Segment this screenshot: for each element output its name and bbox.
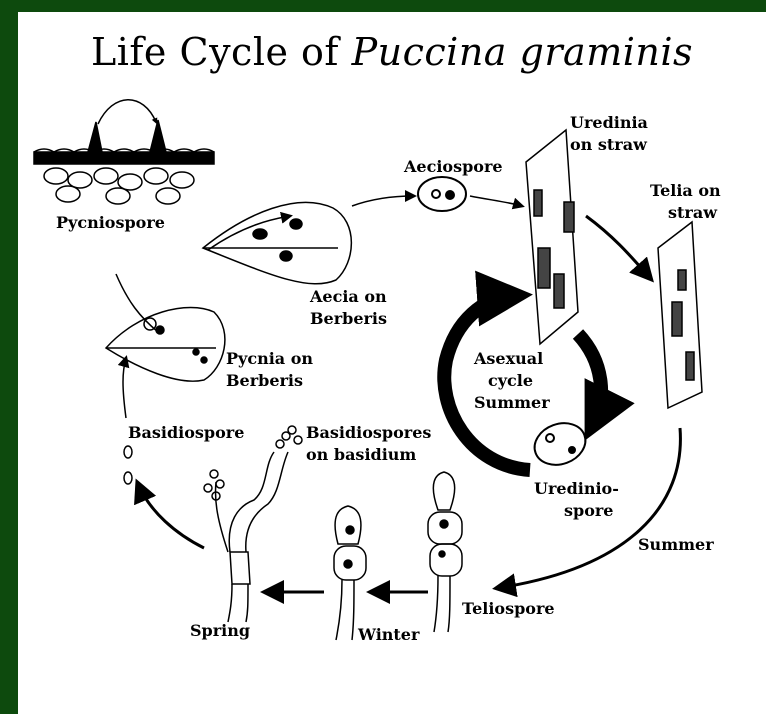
label-aecia-1: Aecia on bbox=[309, 287, 387, 306]
label-pycnia-1: Pycnia on bbox=[226, 349, 313, 368]
label-teliospore: Teliospore bbox=[462, 599, 555, 618]
label-urediniospore-2: spore bbox=[564, 501, 613, 520]
aeciospore-cell bbox=[418, 177, 466, 211]
pycnium-section bbox=[34, 100, 214, 204]
label-asexual-2: cycle bbox=[488, 371, 533, 390]
aecia-leaf bbox=[203, 202, 351, 283]
label-asexual-1: Asexual bbox=[473, 349, 543, 368]
label-pycniospore: Pycniospore bbox=[56, 213, 165, 232]
winter-teliospore bbox=[334, 506, 366, 640]
telia-straw bbox=[658, 222, 702, 408]
label-basidiospores-1: Basidiospores bbox=[306, 423, 431, 442]
label-winter: Winter bbox=[357, 625, 420, 644]
label-telia-1: Telia on bbox=[650, 181, 721, 200]
basidiospores bbox=[124, 446, 132, 484]
label-pycnia-2: Berberis bbox=[226, 371, 303, 390]
diagram-panel: Life Cycle of Puccina graminis bbox=[18, 12, 766, 714]
label-basidiospore: Basidiospore bbox=[128, 423, 244, 442]
label-summer: Summer bbox=[638, 535, 714, 554]
teliospore-cell bbox=[428, 472, 462, 632]
label-asexual-3: Summer bbox=[474, 393, 550, 412]
label-uredinia-1: Uredinia bbox=[570, 113, 648, 132]
label-aecia-2: Berberis bbox=[310, 309, 387, 328]
label-aeciospore: Aeciospore bbox=[403, 157, 503, 176]
urediniospore-cell bbox=[529, 416, 592, 471]
label-uredinia-2: on straw bbox=[570, 135, 648, 154]
label-telia-2: straw bbox=[668, 203, 718, 222]
uredinia-straw bbox=[526, 130, 578, 344]
label-spring: Spring bbox=[190, 621, 250, 640]
label-basidiospores-2: on basidium bbox=[306, 445, 416, 464]
label-urediniospore-1: Uredinio- bbox=[534, 479, 619, 498]
life-cycle-diagram: Pycniospore Aecia on Berberis bbox=[18, 12, 766, 714]
